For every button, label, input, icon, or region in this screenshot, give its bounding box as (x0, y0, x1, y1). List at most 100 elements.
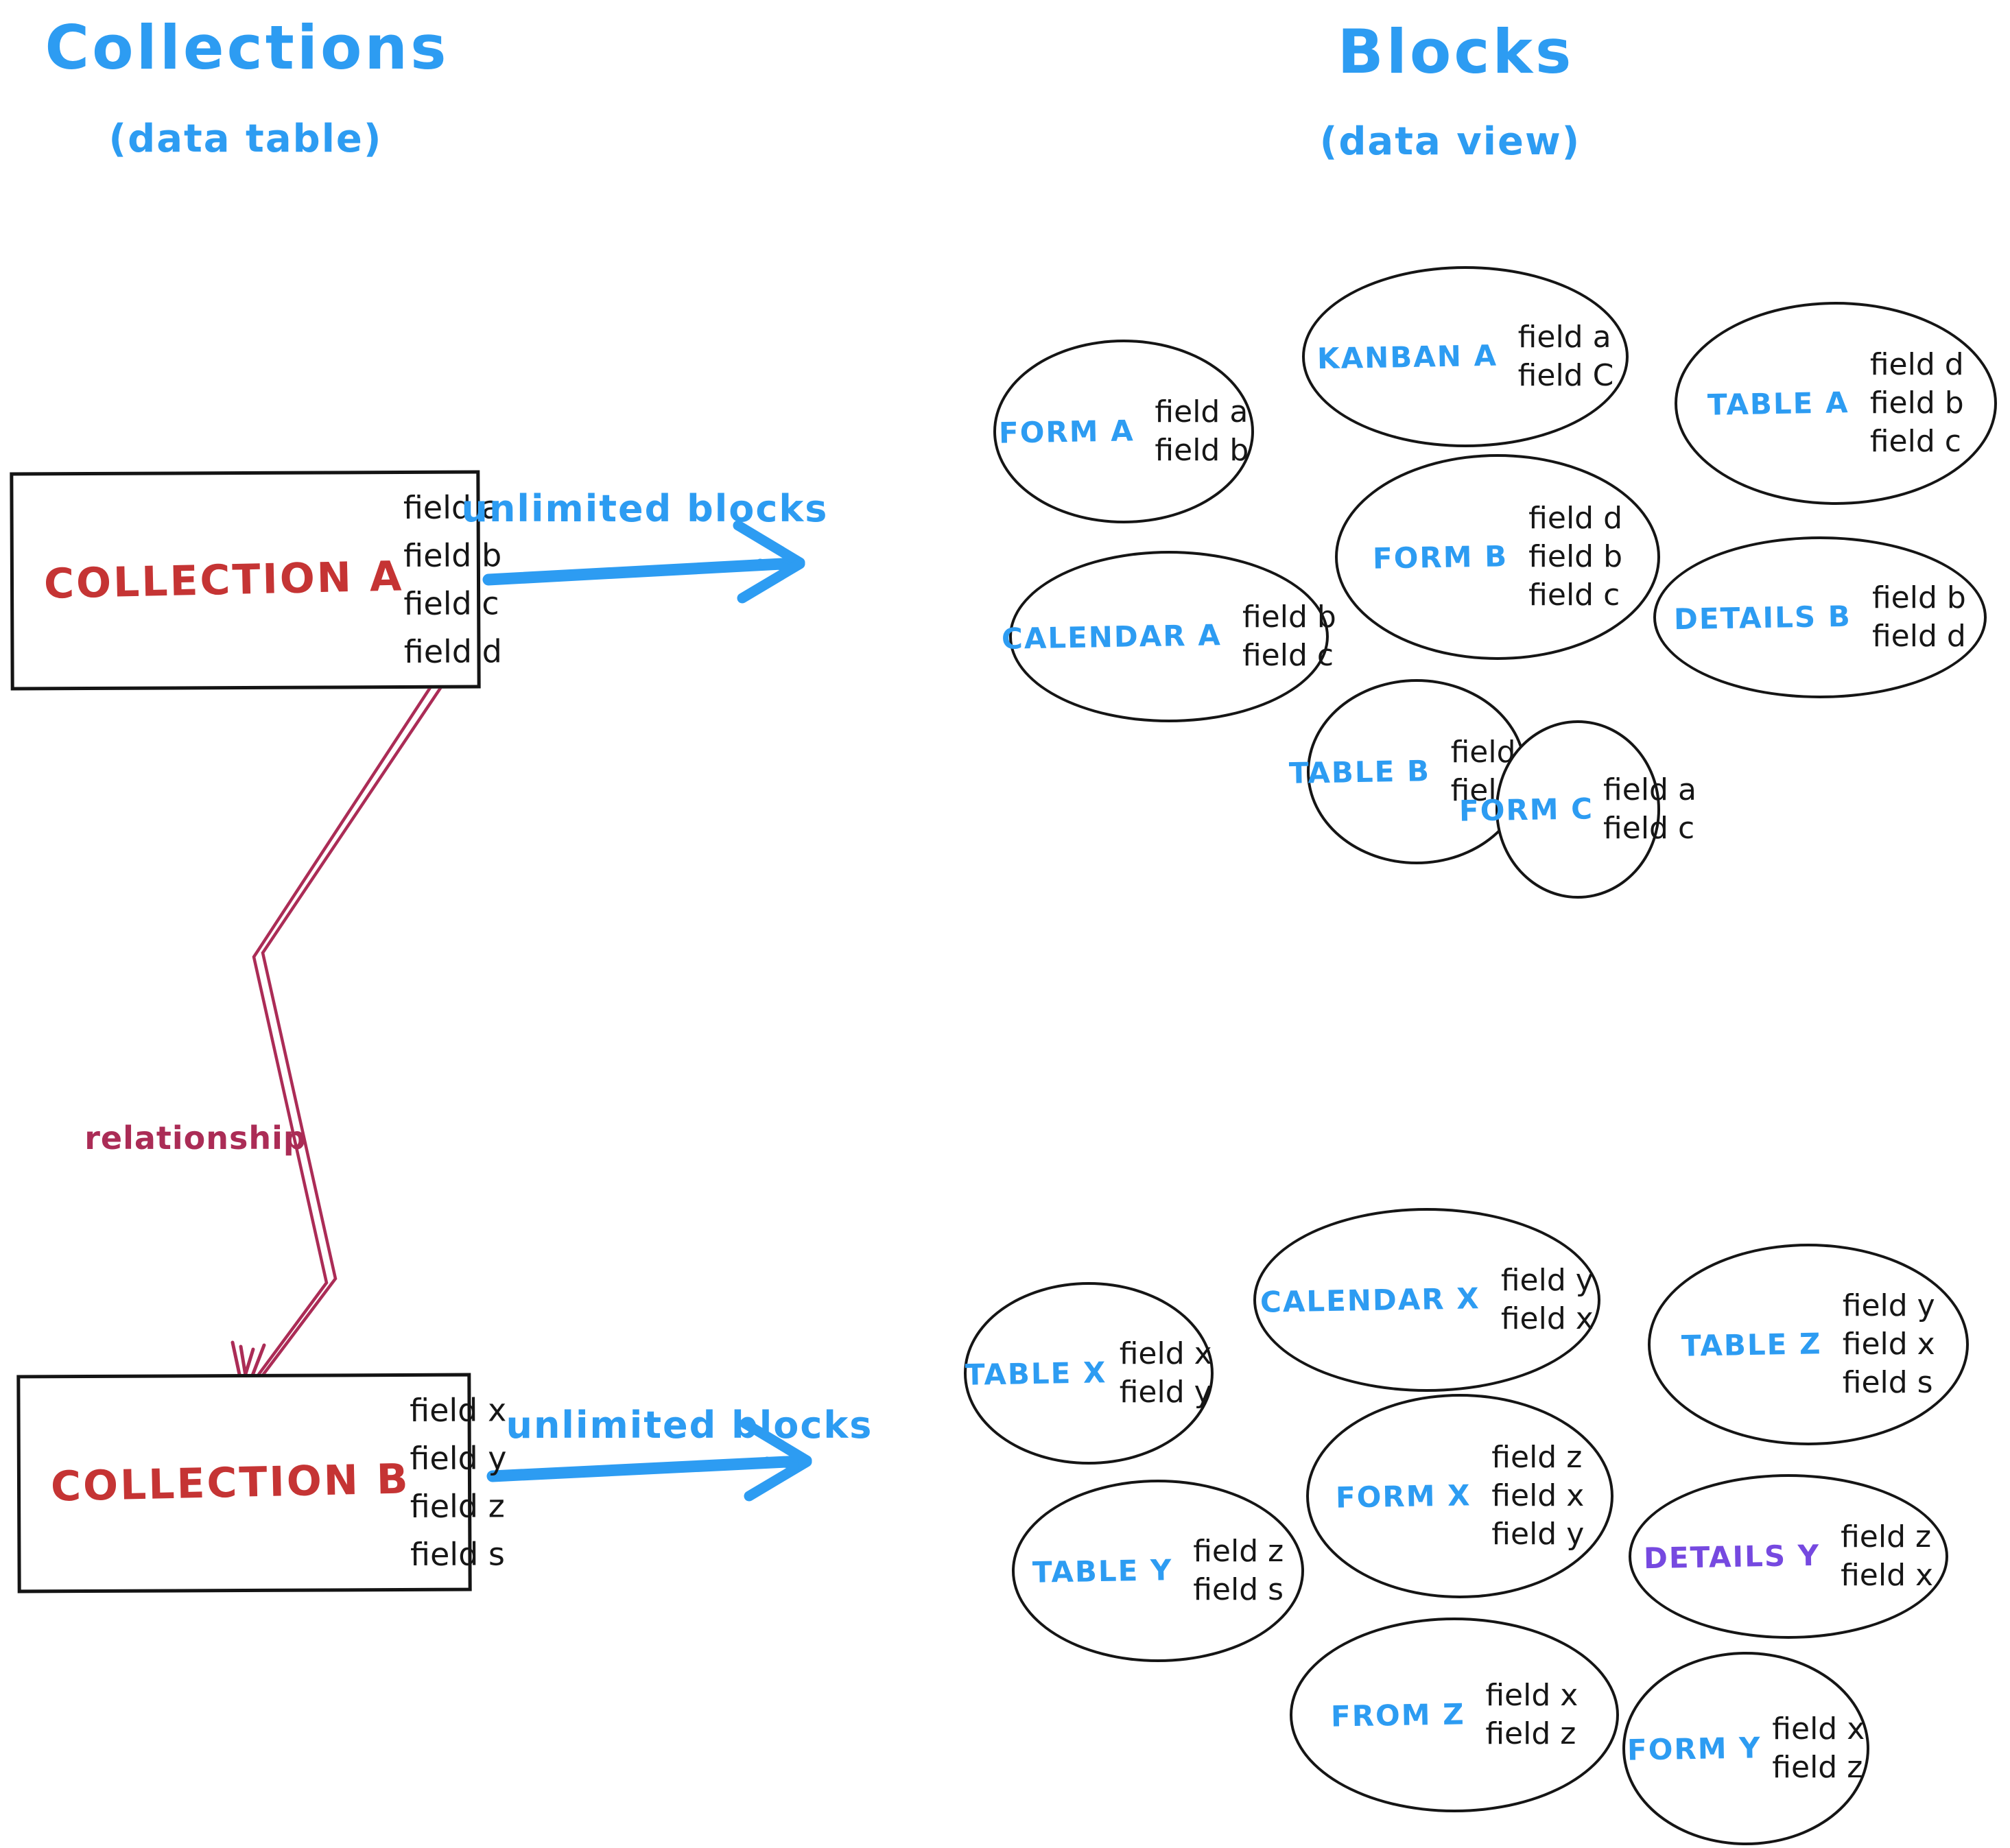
field-item: field x (1842, 1326, 1935, 1362)
relationship-arrow (230, 643, 469, 1399)
field-item: field c (1869, 424, 1961, 460)
field-item: field b (1242, 599, 1336, 635)
block-fields: field b field d (1872, 582, 1966, 652)
block-fields: field y field x (1500, 1262, 1594, 1336)
block-ellipse-table-y: TABLE Y field z field s (1012, 1480, 1304, 1662)
block-ellipse-details-y: DETAILS Y field z field x (1629, 1474, 1948, 1639)
block-label: FORM X (1335, 1478, 1471, 1515)
field-item: field x (1500, 1301, 1594, 1336)
collection-b-fields: field x field y field z field s (410, 1391, 507, 1573)
block-ellipse-form-x: FORM X field z field x field y (1306, 1394, 1613, 1598)
unlimited-blocks-arrow-a (482, 520, 805, 604)
field-item: field x (1491, 1478, 1585, 1513)
field-item: field x (1841, 1558, 1934, 1593)
collection-b-box: COLLECTION B field x field y field z fie… (16, 1373, 507, 1594)
field-item: field y (1500, 1262, 1594, 1298)
field-item: field z (1485, 1716, 1576, 1751)
field-item: field x (410, 1391, 507, 1429)
field-item: field a (1517, 319, 1611, 355)
field-item: field C (1517, 358, 1614, 393)
block-fields: field z field x field y (1491, 1439, 1585, 1552)
block-fields: field a field C (1517, 319, 1614, 393)
block-label: TABLE A (1707, 385, 1850, 422)
block-fields: field y field x field s (1843, 1290, 1935, 1399)
field-item: field d (1869, 346, 1964, 382)
field-item: field d (403, 632, 502, 670)
block-ellipse-form-a: FORM A field a field b (993, 340, 1254, 523)
block-label: TABLE Z (1681, 1326, 1823, 1363)
field-item: field z (1772, 1750, 1863, 1785)
block-label: FROM Z (1330, 1696, 1465, 1733)
block-label: CALENDAR A (1001, 617, 1222, 656)
field-item: field y (1491, 1517, 1585, 1552)
field-item: field b (1869, 385, 1964, 420)
collection-a-name: COLLECTION A (43, 552, 405, 608)
unlimited-blocks-label-a: unlimited blocks (461, 487, 829, 530)
field-item: field z (1491, 1439, 1583, 1475)
field-item: field x (1119, 1336, 1212, 1371)
block-fields: field z field s (1193, 1533, 1284, 1607)
field-item: field c (403, 584, 499, 622)
collection-b-name: COLLECTION B (50, 1455, 411, 1511)
blocks-title: Blocks (1337, 16, 1574, 87)
block-label: FORM C (1458, 791, 1594, 828)
block-ellipse-table-a: TABLE A field d field b field c (1675, 302, 1997, 505)
field-item: field z (410, 1487, 505, 1525)
block-fields: field x field z (1772, 1711, 1865, 1785)
block-ellipse-form-y: FORM Y field x field z (1622, 1652, 1869, 1845)
block-fields: field d field b field c (1528, 502, 1623, 613)
field-item: field c (1242, 638, 1334, 673)
block-label: KANBAN A (1316, 338, 1498, 375)
block-fields: field x field y (1120, 1338, 1212, 1408)
field-item: field z (1841, 1519, 1932, 1554)
block-label: FORM A (998, 413, 1135, 450)
relationship-label: relationship (84, 1120, 307, 1157)
block-fields: field z field x (1841, 1521, 1933, 1591)
block-label: TABLE Y (1032, 1552, 1173, 1589)
block-ellipse-from-z: FROM Z field x field z (1290, 1618, 1619, 1812)
block-ellipse-table-z: TABLE Z field y field x field s (1648, 1244, 1969, 1445)
field-item: field y (1119, 1375, 1212, 1410)
collections-subtitle: (data table) (108, 117, 383, 161)
block-label: FORM B (1372, 538, 1509, 576)
field-item: field b (1871, 580, 1966, 615)
field-item: field c (1603, 811, 1695, 846)
block-ellipse-calendar-a: CALENDAR A field b field c (1002, 551, 1336, 722)
block-fields: field x field z (1485, 1677, 1579, 1751)
block-label: DETAILS B (1673, 599, 1852, 636)
field-item: field c (1528, 578, 1620, 613)
field-item: field a (1155, 394, 1249, 429)
field-item: field b (1528, 538, 1623, 574)
block-ellipse-details-b: DETAILS B field b field d (1653, 536, 1987, 698)
block-fields: field b field c (1242, 599, 1336, 673)
field-item: field y (1842, 1288, 1935, 1323)
field-item: field b (1155, 433, 1249, 468)
block-ellipse-form-b: FORM B field d field b field c (1335, 454, 1660, 660)
block-fields: field a field b (1155, 396, 1249, 466)
block-label: FORM Y (1627, 1730, 1762, 1767)
block-ellipse-form-c: FORM C field a field c (1459, 720, 1696, 899)
field-item: field a (1603, 772, 1696, 807)
field-item: field z (1193, 1533, 1284, 1569)
unlimited-blocks-arrow-b (486, 1418, 812, 1502)
block-label: DETAILS Y (1643, 1538, 1821, 1575)
block-label: TABLE B (1288, 753, 1430, 790)
blocks-subtitle: (data view) (1319, 119, 1581, 164)
field-item: field s (410, 1535, 506, 1573)
block-ellipse-table-x: TABLE X field x field y (964, 1282, 1214, 1465)
block-label: TABLE X (965, 1355, 1108, 1392)
field-item: field d (1871, 619, 1966, 654)
collection-a-box: COLLECTION A field a field b field c fie… (10, 470, 502, 691)
collections-title: Collections (45, 12, 449, 83)
field-item: field x (1485, 1677, 1579, 1713)
field-item: field y (410, 1439, 507, 1477)
block-fields: field d field b field c (1869, 346, 1964, 460)
field-item: field x (1772, 1711, 1865, 1746)
unlimited-blocks-label-b: unlimited blocks (506, 1403, 873, 1447)
block-ellipse-table-b: TABLE B field b field c (1288, 679, 1544, 864)
block-ellipse-calendar-x: CALENDAR X field y field x (1253, 1208, 1600, 1392)
block-fields: field a field c (1603, 774, 1696, 844)
field-item: field s (1193, 1572, 1284, 1607)
field-item: field b (403, 536, 502, 574)
